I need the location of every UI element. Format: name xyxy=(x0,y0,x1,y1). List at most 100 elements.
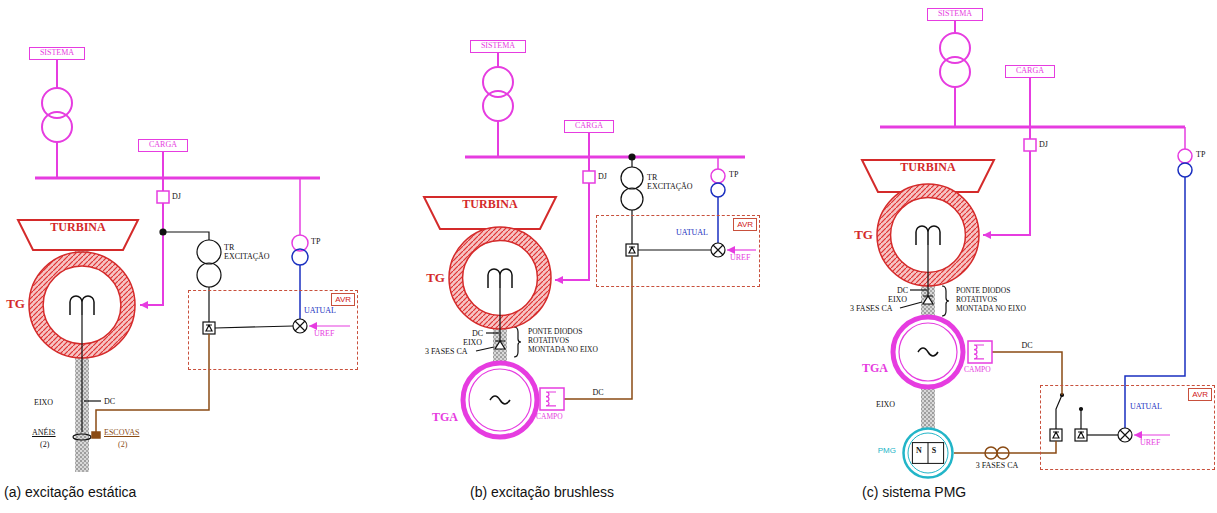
exciter-ring xyxy=(893,317,963,387)
voltage-signal xyxy=(299,265,301,319)
avr-box: AVR xyxy=(596,215,760,287)
excitation-transformer xyxy=(621,167,643,189)
label-box: SISTEMA xyxy=(470,40,526,53)
node-label: CAMPO xyxy=(536,412,563,421)
node-label: CARGA xyxy=(1006,66,1054,75)
node-label: TURBINA xyxy=(424,197,556,212)
label-box: SISTEMA xyxy=(29,47,85,60)
ac-symbol xyxy=(490,396,510,404)
transformer-winding xyxy=(42,112,72,142)
pmg-generator: PMGNS xyxy=(902,427,954,479)
field-coil xyxy=(546,392,556,406)
pmg-inner xyxy=(908,433,948,473)
excitation-transformer xyxy=(197,263,221,287)
node-label: CARGA xyxy=(139,140,187,149)
transformer-winding xyxy=(483,91,513,121)
field-box xyxy=(540,388,564,410)
busbar xyxy=(880,126,1185,129)
callout-label: UATUAL xyxy=(676,228,708,237)
field-winding: CAMPO xyxy=(540,388,564,410)
callout-label: EIXO xyxy=(876,400,895,409)
brace xyxy=(514,327,521,357)
diode-symbol xyxy=(1053,432,1059,438)
transformer-lead xyxy=(56,142,58,178)
tp-winding xyxy=(711,183,725,197)
turbine-outline xyxy=(862,160,994,192)
node-label: TGA xyxy=(862,361,888,376)
generator-shape xyxy=(448,226,552,330)
dc-lead xyxy=(927,287,928,296)
node-label: TG xyxy=(426,270,445,286)
field-lead xyxy=(631,256,633,287)
voltage-signal xyxy=(717,197,719,243)
tp-lead xyxy=(1184,127,1186,149)
callout-label: 3 FASES CA xyxy=(850,304,893,313)
dc-lead xyxy=(81,315,82,359)
node-label: CARGA xyxy=(565,121,613,130)
generator: TG xyxy=(876,183,980,287)
pmg-lead xyxy=(1040,441,1056,453)
callout-label: DC xyxy=(897,286,908,295)
transformer-winding xyxy=(42,88,72,118)
callout-label: EIXO xyxy=(888,295,907,304)
callout-label: DJ xyxy=(1039,140,1048,149)
control-signal xyxy=(1087,434,1118,435)
magnet xyxy=(912,443,943,464)
callout-label: ANÉIS xyxy=(32,428,56,437)
tp-winding xyxy=(1178,149,1192,163)
field-winding-shape xyxy=(540,388,564,410)
callout-label: TP xyxy=(1196,150,1205,159)
field-lead xyxy=(96,334,209,432)
excitation-lead xyxy=(208,287,209,322)
turbine-outline xyxy=(18,220,138,250)
callout-label: UREF xyxy=(1140,438,1160,447)
brace xyxy=(942,286,949,316)
callout-label: TP xyxy=(729,170,738,179)
callout-label: (2) xyxy=(118,440,127,449)
callout-label: UATUAL xyxy=(304,306,336,315)
label-box: CARGA xyxy=(138,139,188,152)
transformer-lead xyxy=(954,87,956,127)
field-winding: CAMPO xyxy=(968,341,992,363)
node-label: SISTEMA xyxy=(30,48,84,57)
rectifier-symbol xyxy=(1075,429,1087,441)
dc-lead xyxy=(499,288,500,330)
comparator-cross xyxy=(1120,430,1130,440)
transformer-winding xyxy=(940,57,970,87)
turbine: TURBINA xyxy=(424,197,556,229)
callout-label: DC xyxy=(472,329,483,338)
diode-bridge xyxy=(495,341,505,349)
caption: (b) excitação brushless xyxy=(470,484,614,500)
comparator-cross xyxy=(713,245,723,255)
tp-winding xyxy=(292,249,308,265)
transformer-lead xyxy=(497,121,499,157)
callout-label: 3 FASES CA xyxy=(425,347,468,356)
generator-shape xyxy=(876,183,980,287)
diode-bridge xyxy=(923,296,933,304)
dc-lead xyxy=(81,359,82,432)
shaft xyxy=(75,250,89,472)
callout-label: (2) xyxy=(40,440,49,449)
excitation-lead xyxy=(163,232,209,240)
field-box xyxy=(968,341,992,363)
transformer-winding xyxy=(483,67,513,97)
field-connector xyxy=(564,287,632,399)
diode-symbol xyxy=(1078,432,1084,438)
breaker-symbol xyxy=(1024,139,1036,151)
sistema-lead xyxy=(497,53,499,67)
callout-label: EIXO xyxy=(34,398,53,407)
caption: (a) excitação estática xyxy=(4,484,136,500)
generator-shape xyxy=(28,251,136,359)
uref-arrow xyxy=(727,249,756,250)
turbine-outline xyxy=(424,197,556,229)
carga-lead xyxy=(162,152,164,191)
voltage-signal xyxy=(1125,177,1185,428)
control-signal xyxy=(215,326,293,328)
node-label: AVR xyxy=(331,293,355,306)
dc-lead xyxy=(499,330,500,341)
callout-label: UATUAL xyxy=(1130,402,1162,411)
excitation-lead xyxy=(631,157,632,167)
busbar xyxy=(465,156,745,159)
rectifier-symbol xyxy=(626,244,638,256)
rotor-winding xyxy=(488,269,512,288)
